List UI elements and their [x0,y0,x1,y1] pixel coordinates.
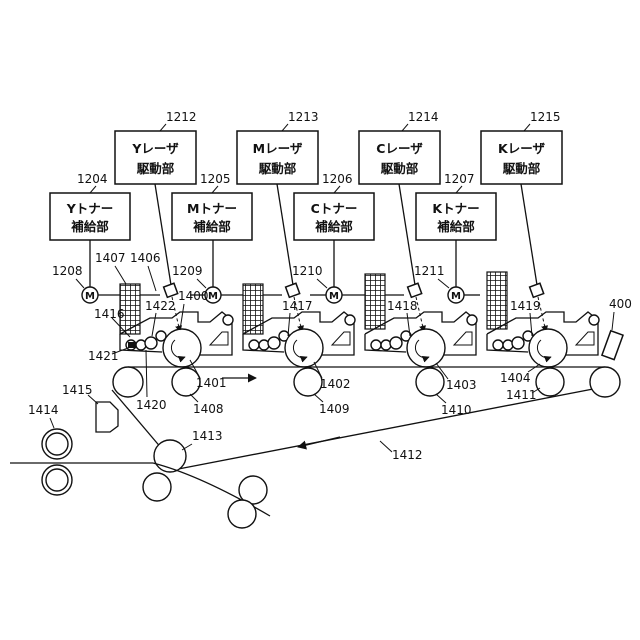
registration-roller-bottom [228,500,256,528]
laser-scanner-c [408,283,422,297]
ref-1410: 1410 [441,403,472,417]
toner-c-line1: Cトナー [311,201,358,216]
photo-drum-k [529,329,567,367]
ref-1411: 1411 [506,388,537,402]
photo-drum-y [163,329,201,367]
laser-m-line2: 駆動部 [259,161,297,176]
laser-m-line1: Mレーザ [253,141,303,156]
photo-drum-c [407,329,445,367]
ref-1205: 1205 [200,172,231,186]
ref-1207: 1207 [444,172,475,186]
transfer-roller-m [294,368,322,396]
laser-driver-y: Yレーザ 駆動部 1212 [115,110,197,184]
ref-1400: 1400 [178,289,209,303]
toner-k-line1: Kトナー [432,201,479,216]
ref-1206: 1206 [322,172,353,186]
belt-cleaner [96,402,118,432]
belt-roller-left [113,367,143,397]
motor-k-symbol: M [451,291,461,302]
ref-1211: 1211 [414,264,445,278]
laser-k-line1: Kレーザ [498,141,545,156]
secondary-transfer-roller [154,440,186,472]
ref-1209: 1209 [172,264,203,278]
ref-1213: 1213 [288,110,319,124]
ref-1215: 1215 [530,110,561,124]
ref-1404: 1404 [500,371,531,385]
secondary-transfer-counter-roller [143,473,171,501]
ref-1418: 1418 [387,299,418,313]
paper-path [10,429,270,528]
belt-roller-right [590,367,620,397]
ref-1401: 1401 [196,376,227,390]
motor-c-symbol: M [329,291,339,302]
laser-driver-k: Kレーザ 駆動部 1215 [481,110,562,184]
laser-scanner-k [530,283,544,297]
laser-k-line2: 駆動部 [503,161,541,176]
ref-1412: 1412 [392,448,423,462]
toner-y-line2: 補給部 [70,219,109,234]
laser-scanner-m [286,283,300,297]
ref-1421: 1421 [88,349,119,363]
ref-1212: 1212 [166,110,197,124]
ref-1420: 1420 [136,398,167,412]
ref-1204: 1204 [77,172,108,186]
ref-1422: 1422 [145,299,176,313]
motor-y-symbol: M [85,291,95,302]
ref-1415: 1415 [62,383,93,397]
laser-y-line2: 駆動部 [137,161,175,176]
ref-1419: 1419 [510,299,541,313]
station-k [487,272,599,367]
laser-c-line1: Cレーザ [376,141,423,156]
laser-driver-m: Mレーザ 駆動部 1213 [237,110,319,184]
ref-1409: 1409 [319,402,350,416]
ref-400: 400 [609,297,632,311]
toner-y-line1: Yトナー [66,201,114,216]
laser-c-line2: 駆動部 [381,161,419,176]
ref-1407: 1407 [95,251,126,265]
ref-1402: 1402 [320,377,351,391]
motor-m-symbol: M [208,291,218,302]
laser-scanner-y [164,283,178,297]
sensor-400 [602,331,623,360]
ref-1403: 1403 [446,378,477,392]
ref-1210: 1210 [292,264,323,278]
ref-1414: 1414 [28,403,59,417]
toner-cartridge-m [243,284,263,334]
toner-c-line2: 補給部 [314,219,353,234]
ref-1416: 1416 [94,307,125,321]
photo-drum-m [285,329,323,367]
ref-1406: 1406 [130,251,161,265]
toner-m-line1: Mトナー [187,201,237,216]
toner-m-line2: 補給部 [192,219,231,234]
transfer-belt [112,367,620,472]
laser-y-line1: Yレーザ [131,141,179,156]
ref-1214: 1214 [408,110,439,124]
laser-driver-c: Cレーザ 駆動部 1214 [359,110,440,184]
toner-k-line2: 補給部 [436,219,475,234]
ref-1417: 1417 [282,299,313,313]
ref-1208: 1208 [52,264,83,278]
transfer-roller-k [536,368,564,396]
transfer-roller-c [416,368,444,396]
ref-1413: 1413 [192,429,223,443]
toner-cartridge-c [365,274,385,329]
ref-1408: 1408 [193,402,224,416]
toner-cartridge-k [487,272,507,329]
